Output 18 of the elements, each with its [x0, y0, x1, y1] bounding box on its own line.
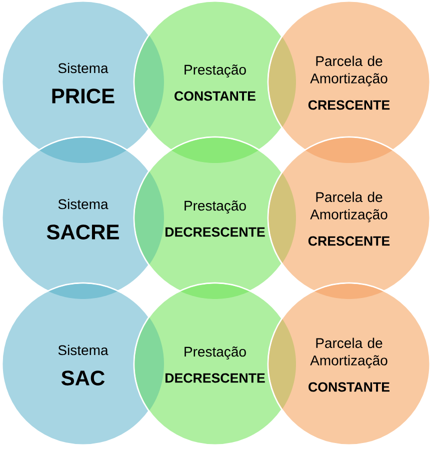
keyword-label: CONSTANTE	[174, 91, 256, 101]
keyword-label: CONSTANTE	[308, 382, 390, 392]
keyword-label: CRESCENTE	[308, 236, 390, 246]
heading-label: Sistema	[58, 344, 108, 356]
heading-label: Prestação	[184, 200, 246, 214]
heading-label: Sistema	[58, 198, 108, 210]
keyword-label: DECRESCENTE	[166, 227, 265, 237]
keyword-label: DECRESCENTE	[166, 373, 265, 383]
heading-label: Parcela de Amortização	[310, 338, 388, 368]
keyword-label: SACRE	[46, 224, 119, 240]
keyword-label: PRICE	[52, 88, 114, 104]
heading-label: Prestação	[184, 346, 246, 360]
keyword-label: CRESCENTE	[308, 100, 390, 110]
heading-label: Parcela de Amortização	[310, 192, 388, 222]
heading-label: Sistema	[58, 62, 108, 74]
keyword-label: SAC	[61, 370, 105, 386]
heading-label: Prestação	[184, 64, 246, 78]
heading-label: Parcela de Amortização	[310, 56, 388, 86]
